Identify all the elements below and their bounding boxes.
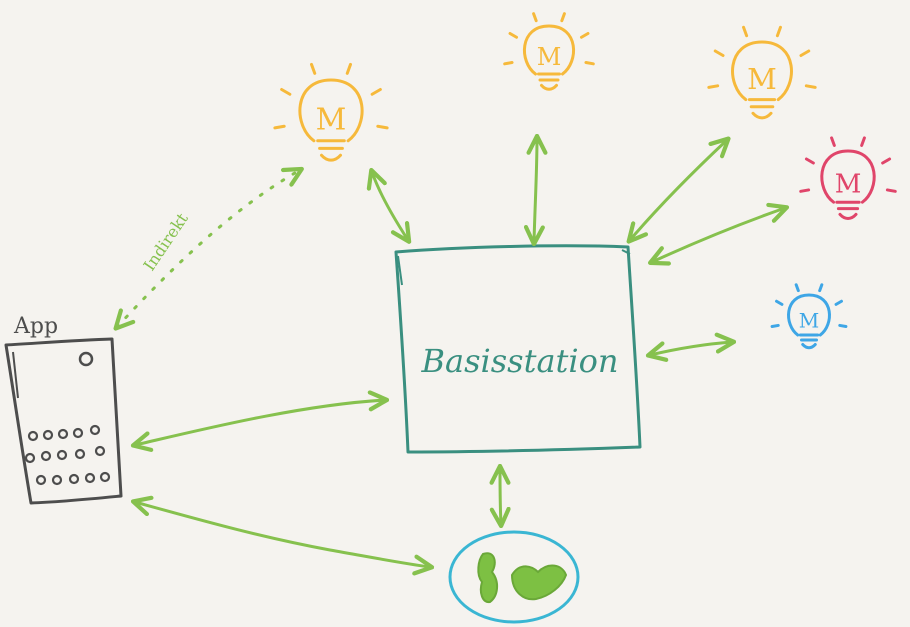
app-keypad [24, 424, 111, 486]
bulb-top-right-glyph: M [747, 62, 777, 96]
arrow-bulb5-station [645, 332, 737, 362]
plant-icon [477, 552, 498, 604]
app-label: App [13, 314, 58, 339]
arrow-app-station [130, 390, 390, 452]
bulb-top-right-icon: M [707, 25, 817, 120]
connection-arrows [130, 133, 790, 576]
bulb-right-blue-glyph: M [799, 309, 819, 333]
bulb-top-left-glyph: M [316, 102, 347, 137]
arrow-bulb2-station [523, 133, 548, 247]
base-station: Basisstation [394, 244, 642, 454]
bulb-right-red-glyph: M [835, 170, 862, 200]
arrow-app-device [130, 495, 435, 576]
bulb-top-center-icon: M [503, 12, 595, 91]
arrow-bulb4-station [647, 202, 790, 266]
arrow-station-device [489, 463, 511, 529]
app-camera-dot [78, 351, 94, 367]
bulb-right-blue-icon: M [770, 283, 848, 350]
app-device: App [4, 314, 123, 505]
bulb-top-center-glyph: M [537, 43, 562, 71]
indirect-label: Indirekt [140, 209, 193, 274]
bird-icon [510, 564, 568, 601]
arrow-bulb1-station [366, 167, 412, 244]
sensor-device [448, 530, 580, 624]
indirect-connection: Indirekt [113, 166, 304, 331]
bulb-top-left-icon: M [273, 62, 389, 162]
base-station-label: Basisstation [421, 342, 619, 380]
arrow-bulb3-station [626, 136, 731, 244]
bulbs-group: M M M M M [273, 12, 897, 350]
bulb-right-red-icon: M [799, 136, 897, 220]
